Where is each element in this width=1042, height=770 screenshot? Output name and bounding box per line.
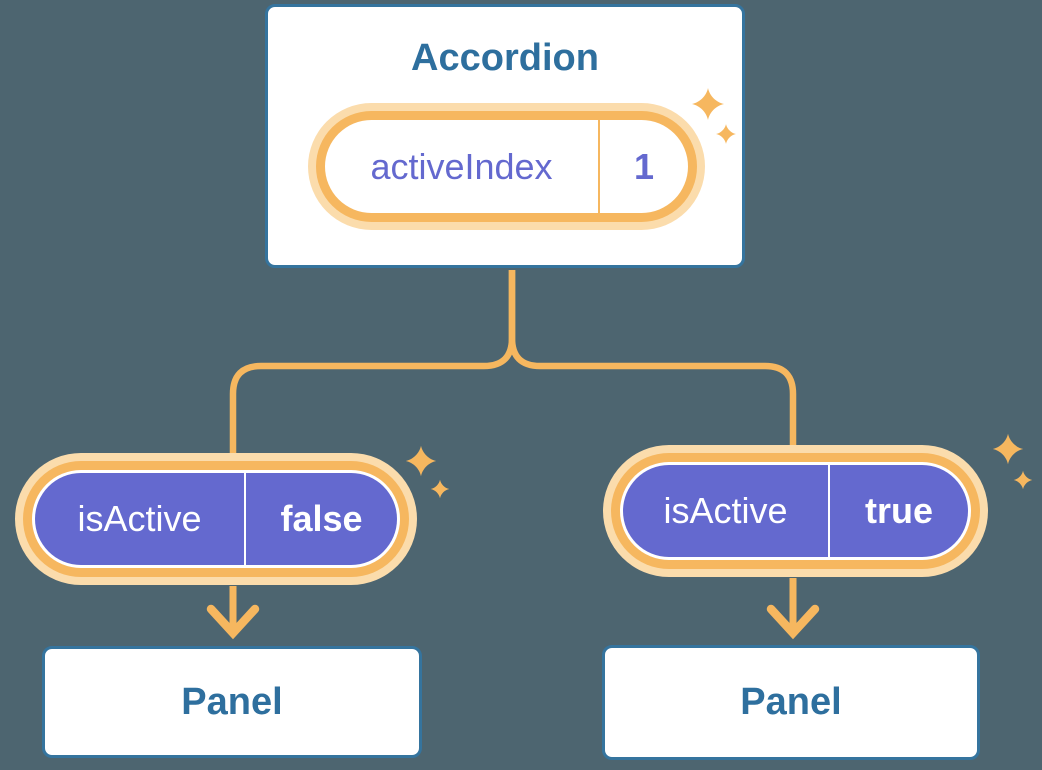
prop-pill-right: isActive true	[623, 465, 968, 557]
state-pill-value: 1	[633, 145, 655, 187]
pill-divider	[598, 120, 600, 213]
connector-branch-left	[229, 270, 516, 453]
prop-pill-label: isActive	[663, 490, 788, 531]
prop-pill-label: isActive	[77, 498, 202, 539]
accordion-title: Accordion	[411, 37, 599, 79]
panel-box-right: Panel	[602, 645, 980, 760]
state-pill: activeIndex 1	[325, 120, 688, 213]
sparkle-icon	[405, 445, 437, 477]
connector-branch-right	[508, 270, 797, 447]
sparkle-icon	[430, 479, 450, 499]
sparkle-icon	[1013, 470, 1033, 490]
panel-label: Panel	[740, 681, 842, 723]
prop-pill-left: isActive false	[35, 473, 397, 565]
pill-divider	[244, 473, 246, 565]
arrow-right-head-icon	[766, 604, 820, 640]
prop-pill-value: true	[864, 490, 933, 531]
prop-pill-value: false	[280, 498, 363, 539]
pill-divider	[828, 465, 830, 557]
arrow-left-head-icon	[206, 604, 260, 640]
sparkle-icon	[992, 433, 1024, 465]
panel-label: Panel	[181, 680, 283, 723]
state-pill-label: activeIndex	[370, 145, 553, 187]
panel-box-left: Panel	[42, 646, 422, 758]
